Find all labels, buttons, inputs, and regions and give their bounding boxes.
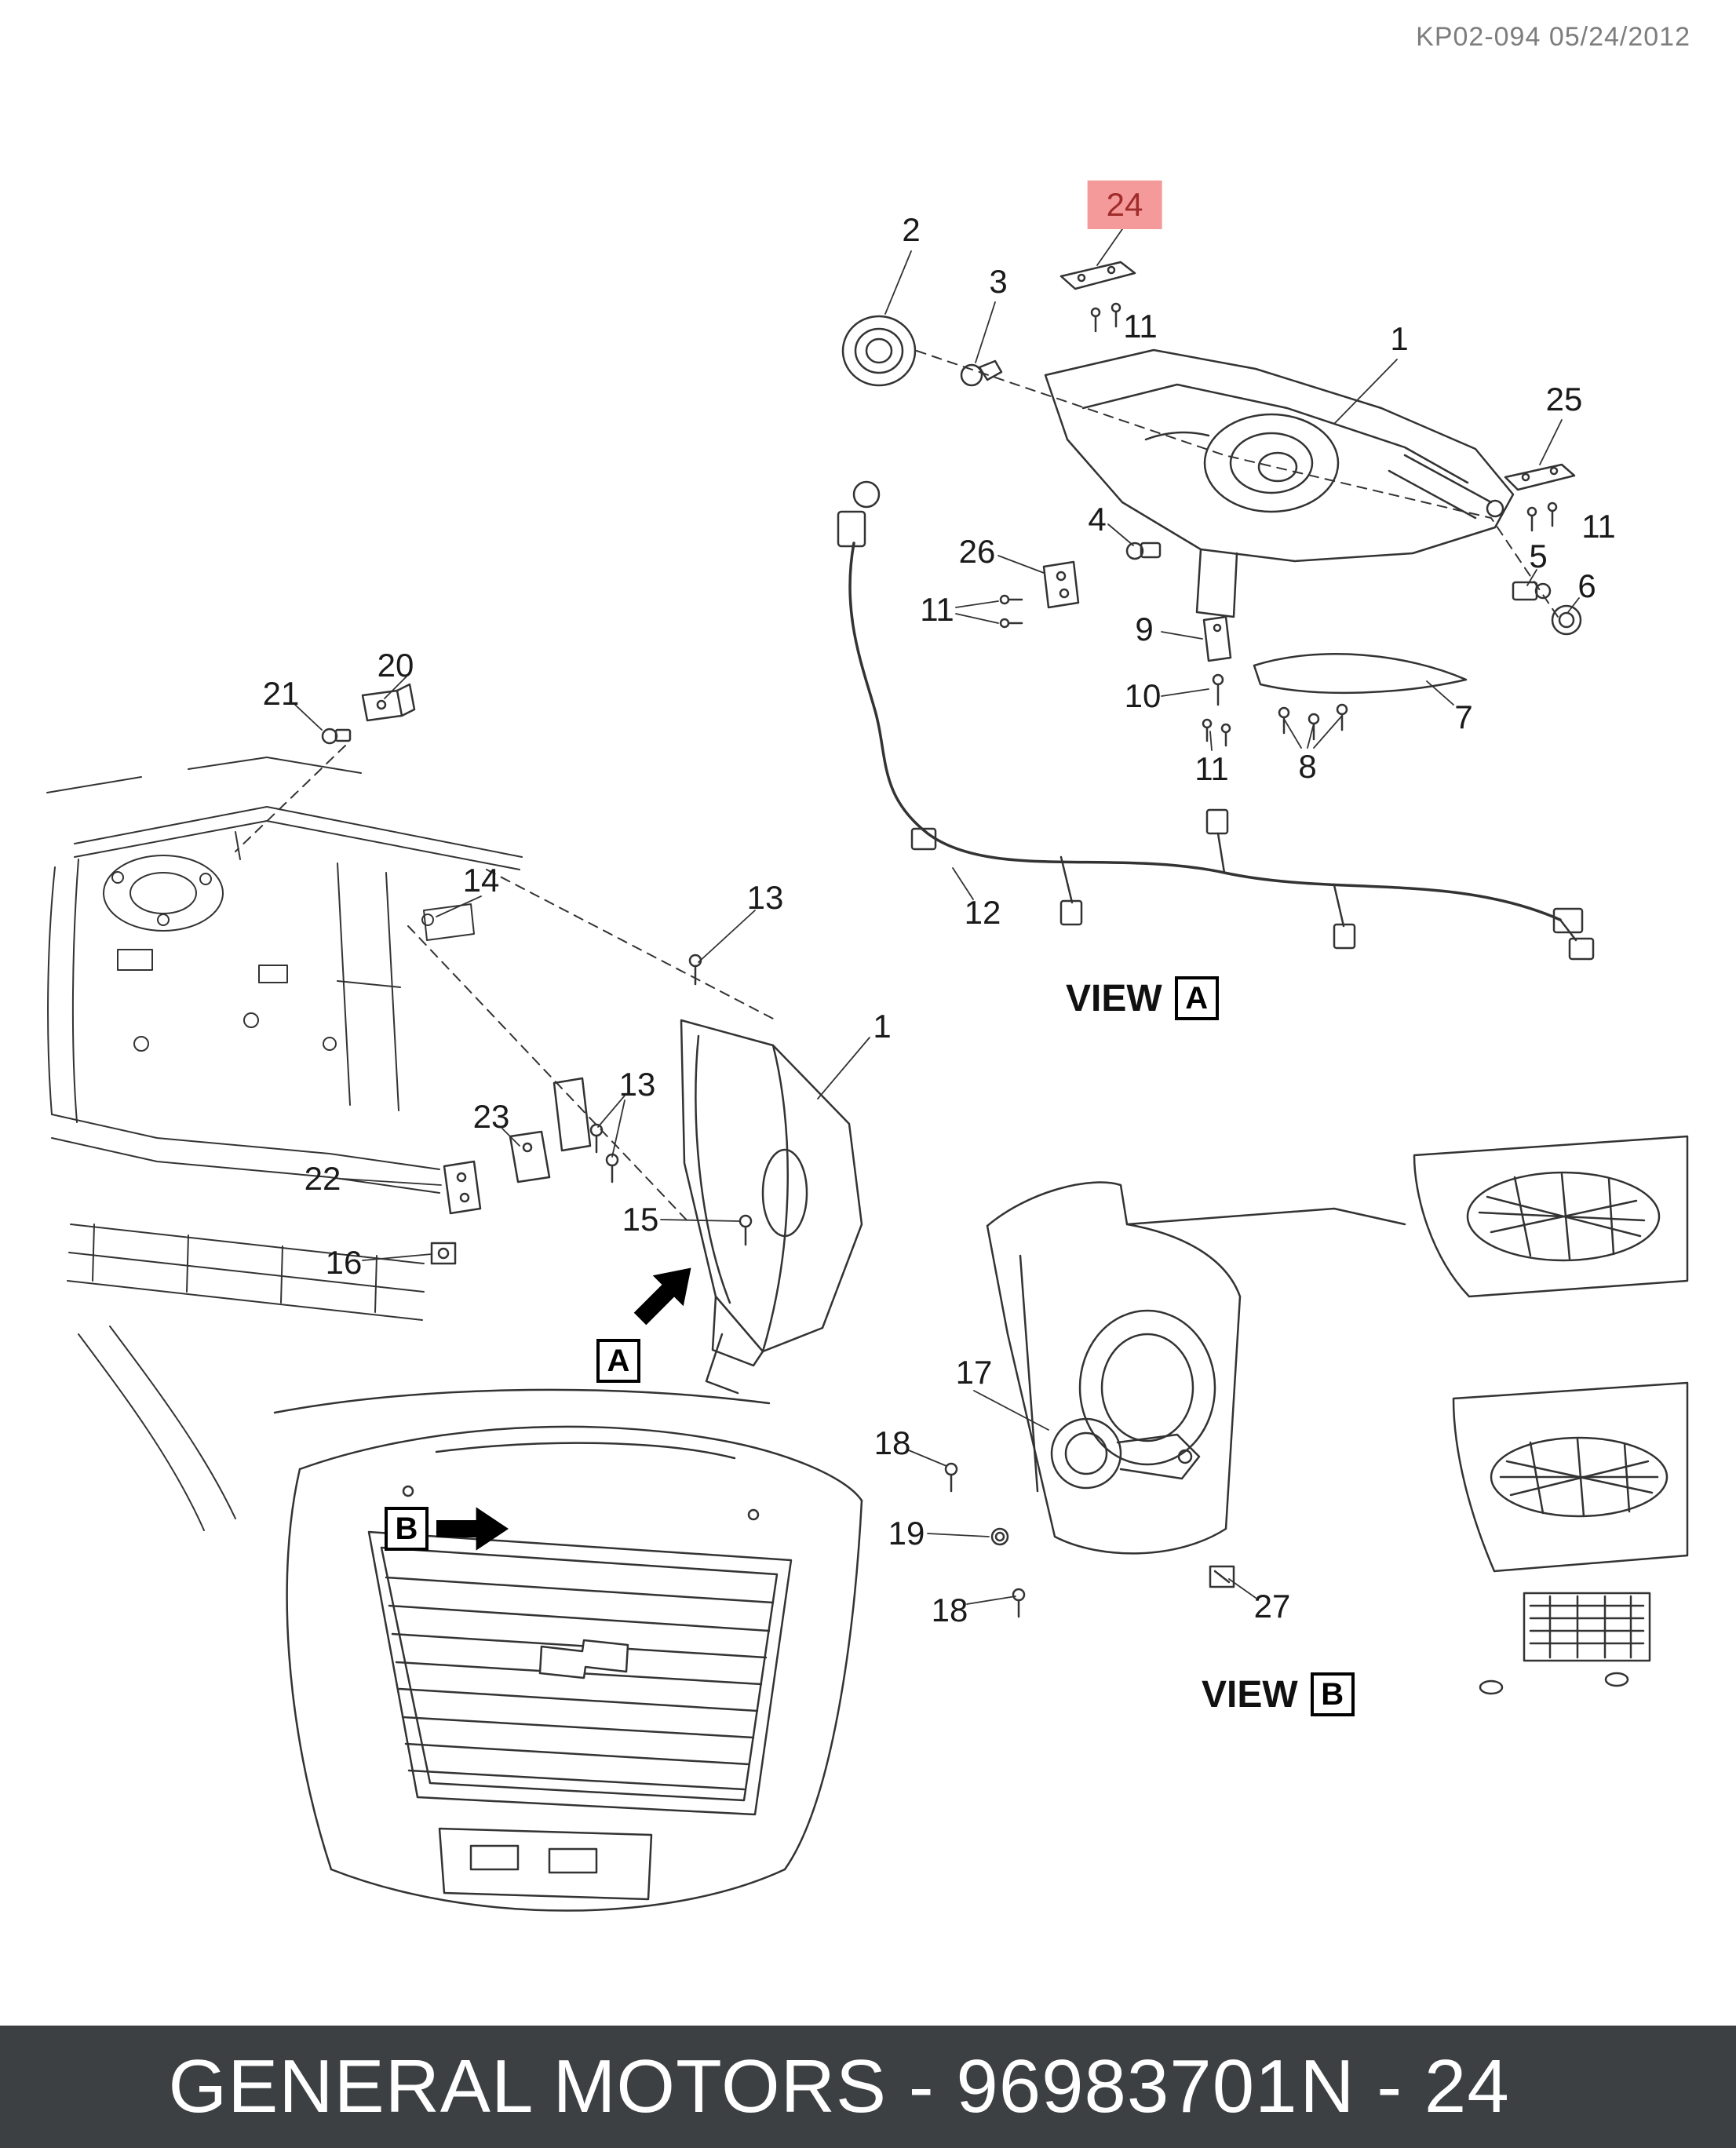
- callout-4[interactable]: 4: [1088, 501, 1107, 538]
- bulb-socket-drawing: [1512, 581, 1582, 636]
- footer-bar: GENERAL MOTORS - 96983701 N - 24: [0, 2026, 1736, 2148]
- callout-1[interactable]: 1: [1390, 320, 1409, 357]
- bulb-4-drawing: [1125, 542, 1162, 560]
- bumper-grille-drawing: [273, 1388, 863, 1912]
- callout-11[interactable]: 11: [1123, 308, 1158, 345]
- view-b-box: B: [1310, 1672, 1355, 1716]
- callout-23[interactable]: 23: [472, 1098, 510, 1135]
- callout-25[interactable]: 25: [1545, 381, 1583, 418]
- callout-26[interactable]: 26: [958, 533, 996, 570]
- callout-24-highlighted[interactable]: 24: [1087, 181, 1162, 229]
- callout-6[interactable]: 6: [1577, 567, 1596, 604]
- trim-strip-drawing: [1202, 653, 1468, 747]
- headlamp-assembly-drawing: [1044, 348, 1515, 618]
- detail-a-box: A: [596, 1339, 640, 1383]
- wiring-harness-drawing: [837, 480, 1595, 961]
- callout-11[interactable]: 11: [1581, 508, 1616, 545]
- callout-11[interactable]: 11: [1194, 750, 1229, 787]
- bulb-drawing: [960, 359, 1003, 387]
- callout-20[interactable]: 20: [377, 647, 414, 684]
- callout-14[interactable]: 14: [462, 862, 500, 899]
- footer-title: GENERAL MOTORS - 96983701: [168, 2044, 1298, 2128]
- callout-21[interactable]: 21: [262, 675, 300, 712]
- callout-1[interactable]: 1: [873, 1008, 892, 1045]
- callout-19[interactable]: 19: [888, 1515, 925, 1552]
- callout-12[interactable]: 12: [964, 894, 1001, 931]
- callout-18[interactable]: 18: [931, 1592, 968, 1628]
- detail-arrow-right-icon: [436, 1507, 509, 1551]
- callout-16[interactable]: 16: [325, 1244, 363, 1281]
- callout-2[interactable]: 2: [902, 211, 921, 248]
- callout-13[interactable]: 13: [746, 879, 784, 916]
- document-code: KP02-094 05/24/2012: [1416, 22, 1690, 52]
- front-frame-drawing: [46, 757, 523, 1531]
- callout-22[interactable]: 22: [304, 1160, 341, 1197]
- mounting-brackets-drawing: [430, 954, 753, 1265]
- callout-13[interactable]: 13: [618, 1066, 656, 1103]
- headlamp-side-drawing: [680, 1019, 863, 1395]
- callout-9[interactable]: 9: [1135, 611, 1154, 647]
- retainer-clip-25-drawing: [1504, 463, 1576, 532]
- callout-17[interactable]: 17: [955, 1354, 993, 1391]
- view-a-text: VIEW: [1066, 977, 1162, 1019]
- callout-27[interactable]: 27: [1253, 1588, 1291, 1625]
- bracket-26-drawing: [999, 560, 1080, 629]
- callout-18[interactable]: 18: [873, 1424, 911, 1461]
- bracket-9-drawing: [1202, 615, 1232, 706]
- dashed-axis-lines: [235, 350, 1559, 1225]
- view-b-drawing: [944, 1135, 1689, 1695]
- view-a-label: VIEW A: [1066, 976, 1219, 1020]
- callout-15[interactable]: 15: [622, 1201, 659, 1238]
- view-b-label: VIEW B: [1202, 1672, 1355, 1716]
- view-a-box: A: [1174, 976, 1219, 1020]
- retainer-clip-24-drawing: [1059, 261, 1136, 333]
- view-b-text: VIEW: [1202, 1673, 1298, 1716]
- callout-10[interactable]: 10: [1124, 677, 1162, 714]
- callout-7[interactable]: 7: [1454, 698, 1473, 735]
- callout-11[interactable]: 11: [920, 591, 954, 628]
- callout-8[interactable]: 8: [1298, 748, 1317, 785]
- detail-marker-a: A: [596, 1267, 706, 1388]
- detail-marker-b: B: [385, 1507, 526, 1554]
- detail-arrow-ne-icon: [633, 1267, 691, 1326]
- footer-page-ref: N - 24: [1300, 2044, 1510, 2128]
- seal-ring-drawing: [841, 315, 917, 387]
- callout-3[interactable]: 3: [989, 263, 1008, 300]
- detail-b-box: B: [385, 1507, 429, 1551]
- callout-5[interactable]: 5: [1529, 538, 1548, 574]
- bracket-20-drawing: [321, 683, 416, 745]
